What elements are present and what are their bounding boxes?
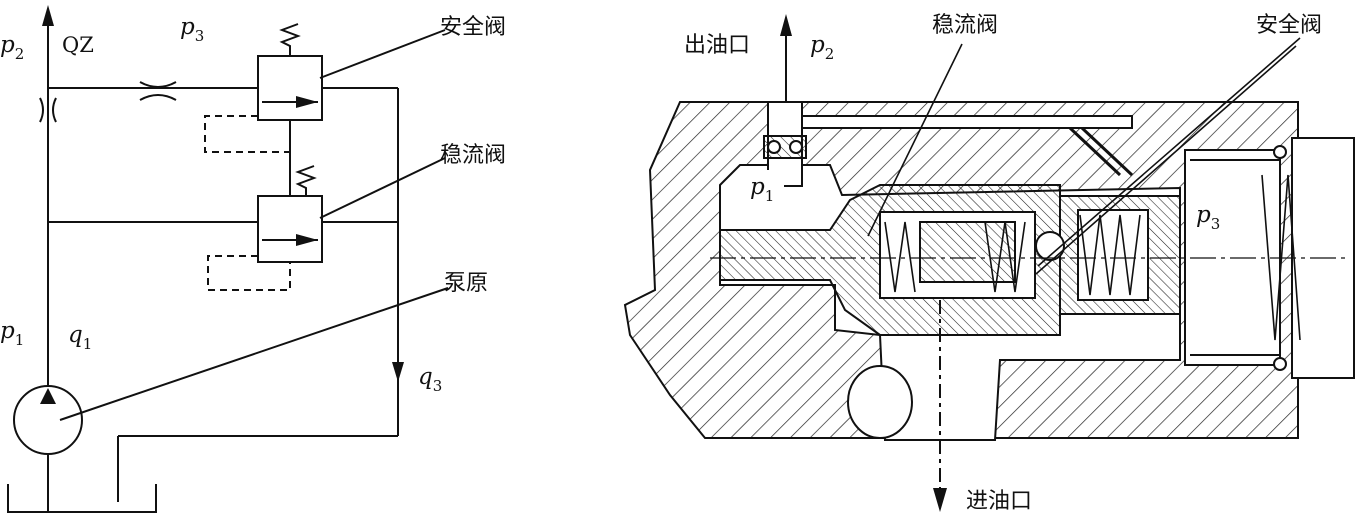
label-inlet: 进油口 <box>966 489 1032 514</box>
inlet-arrow-icon <box>933 488 947 512</box>
label-p3-right: p3 <box>1196 202 1220 233</box>
ball-icon <box>847 365 913 439</box>
label-safety-valve-right: 安全阀 <box>1256 13 1322 38</box>
tank-icon <box>7 484 157 513</box>
label-q1: q1 <box>68 322 92 353</box>
label-pump: 泵原 <box>444 271 488 296</box>
safety-valve-box <box>257 55 323 121</box>
spring-icon-2 <box>295 165 317 196</box>
label-p3: p3 <box>180 14 204 45</box>
label-flow-valve-right: 稳流阀 <box>932 13 998 38</box>
down-arrow-icon <box>392 362 404 382</box>
label-p1-right: p1 <box>750 174 774 205</box>
right-labels: 出油口 p2 稳流阀 安全阀 p1 p3 进油口 <box>684 13 1322 514</box>
label-q3: q3 <box>418 364 442 395</box>
label-qz: QZ <box>62 33 94 57</box>
flow-valve-box <box>257 195 323 263</box>
label-outlet: 出油口 <box>684 33 750 58</box>
orifice-icon <box>139 81 177 101</box>
label-flow-valve: 稳流阀 <box>440 143 506 168</box>
label-p2: p2 <box>0 32 24 63</box>
label-p2-right: p2 <box>810 32 834 63</box>
spool-spring-icon <box>884 221 1026 293</box>
left-schematic <box>7 5 449 513</box>
label-safety-valve: 安全阀 <box>440 15 506 40</box>
ball-valve-icon <box>1035 231 1065 261</box>
label-p1: p1 <box>0 318 24 349</box>
right-section <box>623 14 1355 512</box>
left-labels: p2 QZ p3 安全阀 稳流阀 泵原 p1 q1 q3 <box>0 14 506 395</box>
pump-icon <box>13 385 83 455</box>
outlet-arrow-icon <box>780 14 792 36</box>
up-arrow-icon <box>42 5 54 26</box>
spring-icon <box>279 23 301 56</box>
throttle-icon <box>39 97 57 123</box>
